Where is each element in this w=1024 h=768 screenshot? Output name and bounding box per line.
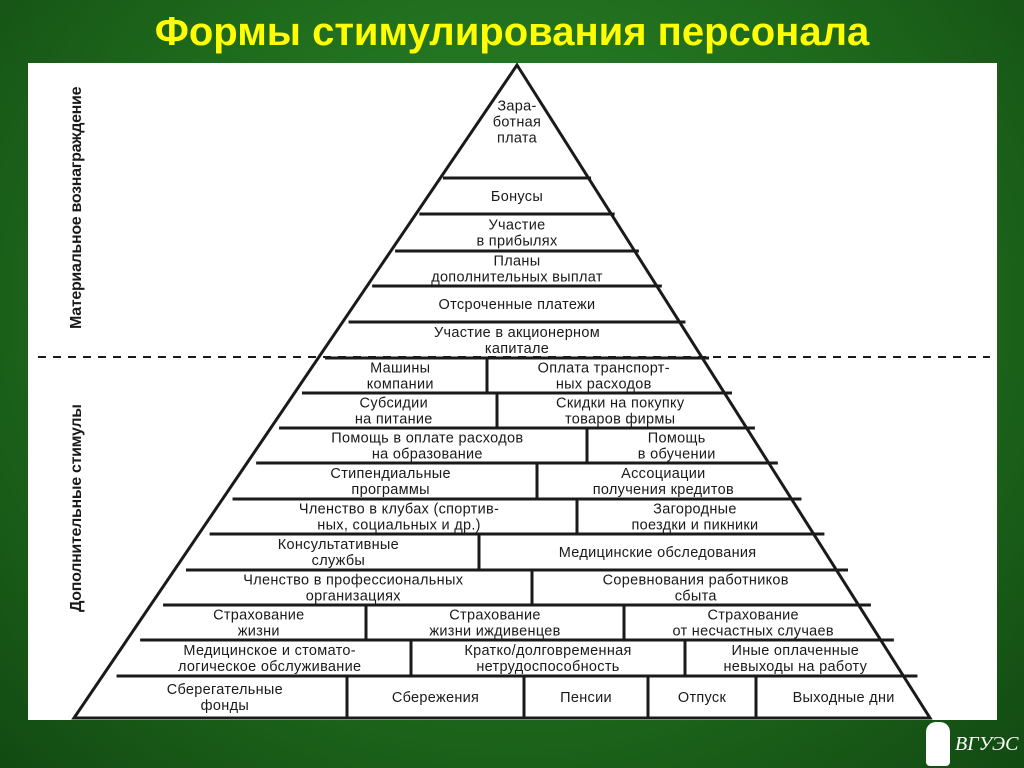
cell-line: Ассоциации — [621, 466, 705, 482]
pyramid-cell-r6-c1: Оплата транспорт-ных расходов — [538, 361, 670, 393]
cell-line: ных расходов — [556, 377, 652, 393]
pyramid-cell-r15-c3: Отпуск — [678, 690, 727, 706]
pyramid-cell-r1-c0: Бонусы — [491, 189, 543, 205]
pyramid-cell-r15-c1: Сбережения — [392, 690, 479, 706]
pyramid-cell-r15-c4: Выходные дни — [793, 690, 895, 706]
cell-line: Сберегательные — [167, 682, 283, 698]
cell-line: логическое обслуживание — [178, 659, 361, 675]
cell-line: от несчастных случаев — [672, 624, 833, 640]
cell-line: Оплата транспорт- — [538, 361, 670, 377]
cell-line: Страхование — [449, 608, 540, 624]
cell-line: дополнительных выплат — [431, 270, 603, 286]
cell-line: в обучении — [638, 447, 716, 463]
cell-line: Субсидии — [360, 396, 428, 412]
pyramid-cell-r4-c0: Отсроченные платежи — [439, 297, 596, 313]
cell-line: Медицинские обследования — [559, 545, 757, 561]
cell-line: Планы — [494, 254, 541, 270]
cell-line: Зара- — [497, 99, 536, 115]
cell-line: Кратко/долговременная — [464, 643, 631, 659]
cell-line: плата — [497, 131, 538, 147]
cell-line: организациях — [306, 589, 402, 605]
cell-line: Отпуск — [678, 690, 727, 706]
cell-line: на питание — [355, 412, 433, 428]
cell-line: товаров фирмы — [565, 412, 675, 428]
cell-line: на образование — [372, 447, 483, 463]
cell-line: Стипендиальные — [330, 466, 450, 482]
pyramid-cell-r15-c2: Пенсии — [560, 690, 612, 706]
cell-line: Сбережения — [392, 690, 479, 706]
pyramid-cell-r11-c1: Медицинские обследования — [559, 545, 757, 561]
cell-line: Консультативные — [278, 537, 399, 553]
cell-line: компании — [367, 377, 434, 393]
cell-line: жизни — [238, 624, 280, 640]
cell-line: Выходные дни — [793, 690, 895, 706]
cell-line: службы — [312, 553, 366, 569]
cell-line: ботная — [493, 115, 541, 131]
cell-line: Иные оплаченные — [731, 643, 859, 659]
cell-line: Скидки на покупку — [556, 396, 685, 412]
cell-line: Помощь в оплате расходов — [331, 431, 523, 447]
cell-line: Членство в профессиональных — [243, 573, 463, 589]
cell-line: жизни иждивенцев — [429, 624, 560, 640]
logo-text: ВГУЭС — [955, 733, 1019, 755]
cell-line: капитале — [485, 341, 549, 357]
cell-line: Загородные — [653, 502, 737, 518]
cell-line: Бонусы — [491, 189, 543, 205]
cell-line: нетрудоспособность — [476, 659, 619, 675]
side-label-extra: Дополнительные стимулы — [68, 404, 85, 612]
university-logo-icon — [926, 722, 950, 766]
cell-line: Пенсии — [560, 690, 612, 706]
cell-line: получения кредитов — [593, 482, 734, 498]
pyramid-cell-r10-c0: Членство в клубах (спортив-ных, социальн… — [299, 502, 499, 534]
cell-line: в прибылях — [476, 234, 557, 250]
cell-line: Машины — [370, 361, 430, 377]
cell-line: программы — [351, 482, 429, 498]
cell-line: Участие в акционерном — [434, 325, 600, 341]
cell-line: фонды — [201, 698, 249, 714]
pyramid-cell-r14-c0: Медицинское и стомато-логическое обслужи… — [178, 643, 361, 675]
cell-line: Страхование — [213, 608, 304, 624]
cell-line: Страхование — [707, 608, 798, 624]
cell-line: Помощь — [648, 431, 706, 447]
cell-line: невыходы на работу — [723, 659, 867, 675]
cell-line: сбыта — [675, 589, 718, 605]
cell-line: Участие — [489, 218, 546, 234]
cell-line: ных, социальных и др.) — [317, 518, 481, 534]
cell-line: Членство в клубах (спортив- — [299, 502, 499, 518]
slide-title: Формы стимулирования персонала — [154, 10, 870, 54]
cell-line: Отсроченные платежи — [439, 297, 596, 313]
cell-line: поездки и пикники — [631, 518, 758, 534]
side-label-material: Материальное вознаграждение — [68, 86, 85, 329]
cell-line: Медицинское и стомато- — [183, 643, 355, 659]
cell-line: Соревнования работников — [603, 573, 789, 589]
